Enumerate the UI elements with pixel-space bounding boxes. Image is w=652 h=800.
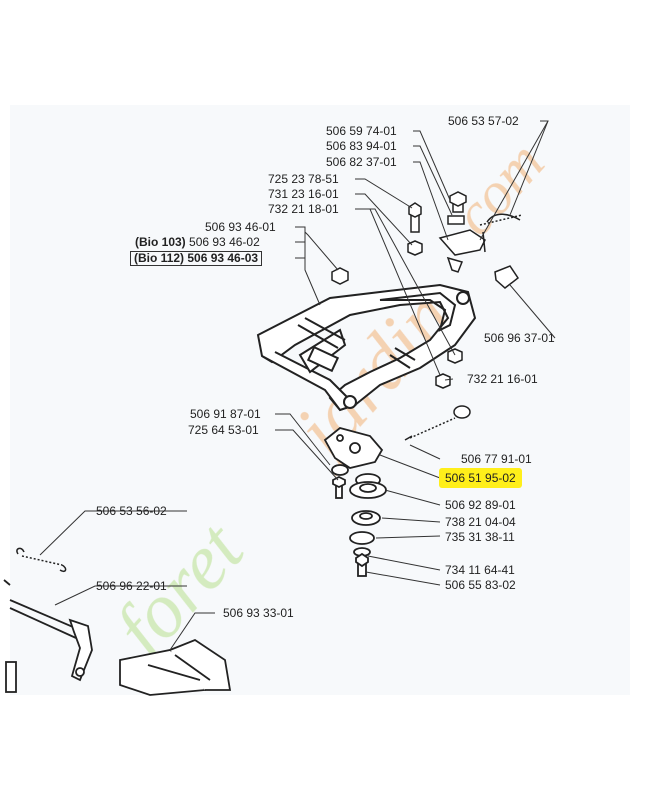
part-label: 506 77 91-01 — [461, 452, 532, 466]
part-label: 735 31 38-11 — [445, 530, 515, 544]
part-label: 506 55 83-02 — [445, 578, 516, 592]
highlighted-part-label[interactable]: 506 51 95-02 — [439, 468, 522, 488]
part-label: 506 96 22-01 — [96, 579, 167, 593]
part-number: 506 93 46-02 — [189, 235, 260, 249]
part-label: 506 93 33-01 — [223, 606, 294, 620]
part-label: 506 92 89-01 — [445, 498, 516, 512]
top-bracket-assembly — [438, 191, 523, 289]
part-label: 506 91 87-01 — [190, 407, 261, 421]
part-label: 738 21 04-04 — [445, 515, 516, 529]
lower-linkage — [3, 579, 232, 696]
part-label: 725 64 53-01 — [188, 423, 259, 437]
spring-right — [404, 405, 471, 441]
part-label-bio103: (Bio 103) 506 93 46-02 — [135, 235, 260, 249]
part-label: 732 21 18-01 — [268, 202, 339, 216]
part-label-bio112: (Bio 112) 506 93 46-03 — [130, 251, 263, 266]
part-label: 506 59 74-01 — [326, 124, 397, 138]
part-label: 734 11 64-41 — [445, 563, 515, 577]
part-label: 506 93 46-01 — [205, 220, 276, 234]
part-label: 506 82 37-01 — [326, 155, 397, 169]
part-label: 731 23 16-01 — [268, 187, 339, 201]
part-label: 506 53 57-02 — [448, 114, 519, 128]
main-frame — [256, 283, 477, 412]
part-label: 506 53 56-02 — [96, 504, 167, 518]
spring-left — [16, 547, 67, 573]
leader-lines — [39, 120, 556, 651]
tensioner-plate — [323, 427, 384, 469]
part-label: 725 23 78-51 — [268, 172, 339, 186]
part-label: 732 21 16-01 — [467, 372, 538, 386]
part-label: 506 83 94-01 — [326, 139, 397, 153]
part-label: 506 96 37-01 — [484, 331, 555, 345]
bio103-prefix: (Bio 103) — [135, 235, 186, 249]
drawing-panel — [10, 105, 630, 695]
